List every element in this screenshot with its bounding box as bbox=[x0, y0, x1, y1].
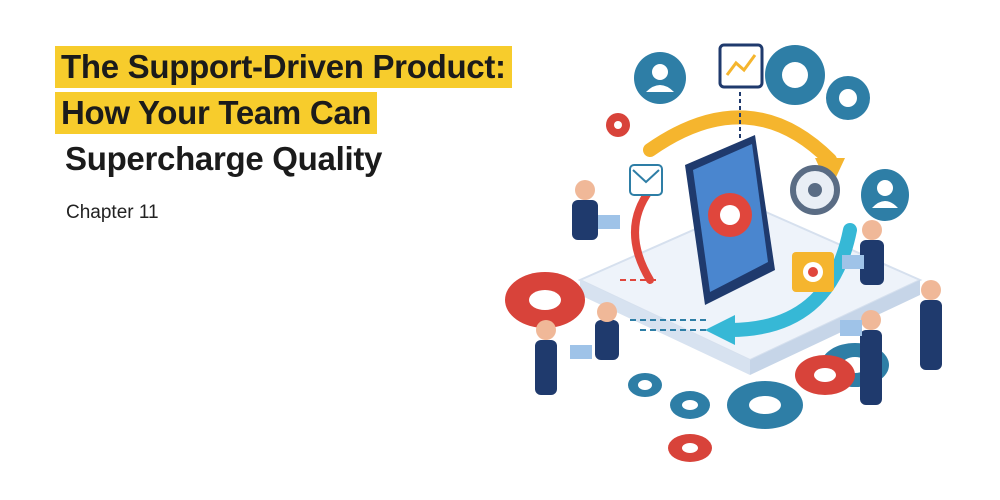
person-figure bbox=[570, 302, 619, 360]
gear-icon bbox=[628, 373, 662, 397]
tablet-icon bbox=[685, 135, 775, 305]
gear-icon bbox=[727, 381, 803, 429]
user-icon bbox=[634, 52, 686, 104]
gear-icon bbox=[606, 113, 630, 137]
title-line-2: How Your Team Can bbox=[55, 92, 378, 134]
chapter-label: Chapter 11 bbox=[66, 202, 159, 223]
user-icon bbox=[861, 169, 909, 221]
chart-icon bbox=[718, 43, 764, 140]
person-figure bbox=[920, 280, 942, 370]
support-team-illustration bbox=[505, 43, 942, 462]
title-line-1: The Support-Driven Product: bbox=[55, 46, 512, 88]
gear-icon bbox=[790, 165, 840, 215]
gear-icon bbox=[826, 76, 870, 120]
gear-icon bbox=[670, 391, 710, 419]
person-figure bbox=[842, 220, 884, 285]
title-line-3: Supercharge Quality bbox=[65, 140, 383, 177]
gear-icon bbox=[795, 355, 855, 395]
mail-icon bbox=[629, 164, 663, 196]
gear-icon bbox=[668, 434, 712, 462]
title-block: The Support-Driven Product: How Your Tea… bbox=[55, 46, 515, 180]
person-figure bbox=[840, 310, 882, 405]
connector-lines bbox=[620, 279, 710, 331]
person-figure bbox=[535, 320, 557, 395]
person-figure bbox=[572, 180, 620, 240]
chat-icon bbox=[792, 252, 834, 292]
gear-icon bbox=[505, 272, 585, 328]
gear-icon bbox=[765, 45, 825, 105]
